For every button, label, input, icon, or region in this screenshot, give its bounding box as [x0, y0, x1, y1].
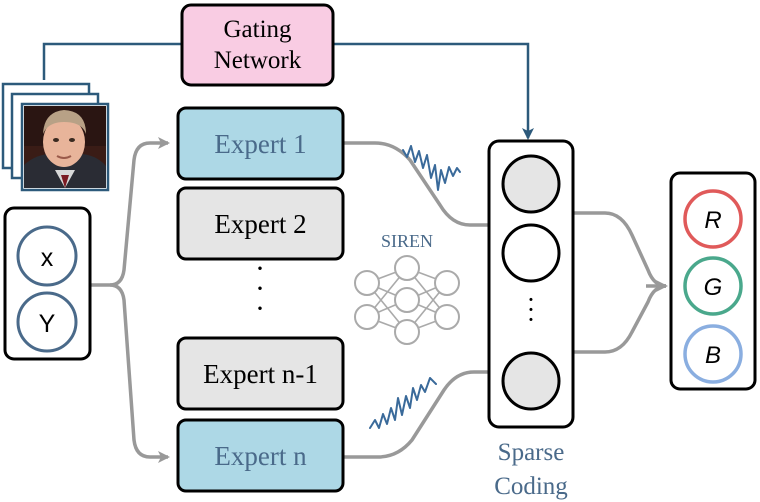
- sparse-node-2: [501, 223, 561, 283]
- expert-dot-2: ·: [255, 272, 265, 305]
- output-rgb-box: R G B: [669, 171, 757, 391]
- gating-label-line1: Gating: [223, 16, 292, 43]
- expert-n-label: Expert n: [214, 441, 307, 471]
- y-label: Y: [39, 310, 56, 338]
- gating-label-line2: Network: [214, 47, 302, 74]
- b-label: B: [705, 342, 721, 369]
- input-to-expertn: [109, 283, 170, 463]
- gating-input-line: [42, 42, 182, 80]
- siren-label: SIREN: [381, 231, 433, 251]
- sparse-node-n: [501, 351, 561, 411]
- expert-n-box: Expert n: [176, 418, 345, 493]
- siren-node: [394, 287, 420, 313]
- sparse-to-output-top: [573, 211, 667, 288]
- siren-node: [354, 270, 380, 296]
- expert-dot-1: ·: [255, 252, 265, 285]
- siren-node: [434, 304, 460, 330]
- input-coordinates-box: x Y: [3, 206, 92, 361]
- expert1-to-sparse: [343, 141, 490, 227]
- gating-output-arrow: [333, 42, 534, 140]
- sparse-to-output-bottom: [573, 284, 667, 354]
- sparse-dot-2: ·: [527, 295, 536, 324]
- sparse-label-line2: Coding: [494, 473, 568, 500]
- r-node: [683, 189, 743, 249]
- x-label: x: [41, 244, 54, 272]
- expert-ellipsis: · · ·: [255, 252, 265, 325]
- g-node: [683, 256, 743, 316]
- sparse-node-1: [501, 154, 561, 214]
- expert-dot-3: ·: [255, 292, 265, 325]
- wave-bottom: [369, 377, 437, 429]
- siren-node: [434, 270, 460, 296]
- siren-network-icon: SIREN: [354, 231, 460, 345]
- sparse-label-line1: Sparse: [498, 439, 565, 466]
- expert-1-box: Expert 1: [176, 106, 345, 181]
- input-image-stack: [1, 82, 110, 192]
- sparse-coding-column: · · · Sparse Coding: [487, 139, 575, 500]
- gating-network-box: Gating Network: [180, 3, 335, 87]
- g-label: G: [704, 274, 723, 301]
- expertn-to-sparse: [343, 370, 490, 459]
- expert-n-1-box: Expert n-1: [176, 336, 345, 411]
- signal-waves: [369, 145, 461, 429]
- expert-1-label: Expert 1: [214, 129, 306, 159]
- sparse-dot-1: ·: [527, 285, 536, 314]
- expert-2-label: Expert 2: [214, 209, 306, 239]
- expert-2-box: Expert 2: [176, 186, 345, 261]
- x-node: [16, 225, 78, 287]
- b-node: [683, 324, 743, 384]
- siren-node: [394, 255, 420, 281]
- r-label: R: [704, 207, 721, 234]
- gating-connections: [42, 42, 534, 140]
- data-connections: [90, 137, 668, 463]
- siren-node: [354, 304, 380, 330]
- wave-top: [402, 145, 461, 191]
- sparse-dot-3: ·: [527, 305, 536, 334]
- y-node: [16, 291, 78, 353]
- siren-node: [394, 319, 420, 345]
- expert-n-1-label: Expert n-1: [203, 359, 318, 389]
- face-photo: [24, 106, 106, 188]
